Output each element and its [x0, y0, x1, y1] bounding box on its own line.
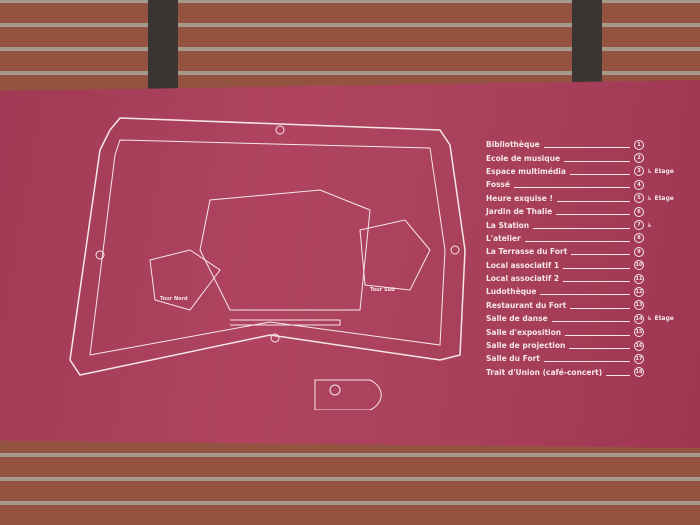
leader-line [556, 200, 630, 202]
legend-item: L'atelier 8 [486, 232, 686, 245]
legend-label: Salle d'exposition [486, 327, 562, 337]
legend-label: Salle de danse [486, 314, 548, 324]
leader-line [571, 254, 630, 256]
leader-line [564, 160, 630, 162]
legend-label: Ludothèque [486, 287, 537, 297]
leader-line [570, 307, 630, 309]
legend-item: Jardin de Thalie 6 [486, 205, 686, 218]
legend-item: La Station 7♿ [486, 218, 686, 231]
legend-number: 10 [634, 260, 644, 271]
legend-label: La Terrasse du Fort [486, 247, 568, 257]
leader-line [569, 348, 630, 350]
legend-label: Salle du Fort [486, 354, 540, 364]
accessibility-note: ♿ Etage [647, 315, 674, 323]
legend-item: Local associatif 2 11 [486, 272, 686, 285]
legend-item: Espace multimédia 3♿ Etage [486, 165, 686, 178]
legend-number: 14 [634, 313, 644, 324]
legend-item: Salle d'exposition 15 [486, 325, 686, 338]
leader-line [569, 173, 630, 175]
leader-line [540, 294, 630, 296]
legend-item: Salle de danse 14♿ Etage [486, 312, 686, 325]
legend-item: Salle de projection 16 [486, 339, 686, 352]
legend-label: Restaurant du Fort [486, 300, 567, 310]
map-label-tour-sud: Tour Sud [370, 287, 395, 293]
brick-wall-bottom [0, 440, 700, 525]
legend-label: La Station [486, 220, 530, 230]
leader-line [606, 374, 630, 376]
legend-number: 4 [634, 179, 644, 190]
leader-line [565, 334, 630, 336]
fort-floor-plan [69, 117, 466, 410]
legend-label: Local associatif 1 [486, 260, 560, 270]
legend-number: 16 [634, 340, 644, 351]
legend-label: Bibliothèque [486, 140, 540, 150]
legend-label: Jardin de Thalie [486, 207, 553, 217]
leader-line [551, 321, 630, 323]
legend-item: Restaurant du Fort 13 [486, 299, 686, 312]
legend-number: 5 [634, 193, 644, 204]
wall-pillar [148, 0, 178, 95]
legend-label: Local associatif 2 [486, 274, 560, 284]
legend-item: La Terrasse du Fort 9 [486, 245, 686, 258]
legend-number: 18 [634, 367, 644, 378]
legend-item: Salle du Fort 17 [486, 352, 686, 365]
legend-label: Espace multimédia [486, 166, 566, 176]
legend-number: 8 [634, 233, 644, 244]
legend-number: 11 [634, 273, 644, 284]
accessibility-note: ♿ [647, 221, 653, 229]
legend-number: 17 [634, 353, 644, 364]
legend-item: Ludothèque 12 [486, 285, 686, 298]
leader-line [563, 267, 630, 269]
legend-label: Ecole de musique [486, 153, 561, 163]
wall-pillar [572, 0, 602, 95]
legend-label: Trait d'Union (café-concert) [486, 367, 603, 377]
legend-label: Fossé [486, 180, 510, 190]
legend-item: Heure exquise ! 5♿ Etage [486, 192, 686, 205]
legend-item: Bibliothèque 1 [486, 138, 686, 151]
legend-number: 7 [634, 220, 644, 231]
legend-number: 6 [634, 206, 644, 217]
leader-line [524, 240, 630, 242]
accessibility-note: ♿ Etage [647, 167, 674, 175]
legend-item: Ecole de musique 2 [486, 151, 686, 164]
legend-number: 13 [634, 300, 644, 311]
legend-number: 9 [634, 246, 644, 257]
legend-number: 2 [634, 153, 644, 164]
legend-label: L'atelier [486, 233, 521, 243]
legend-label: Salle de projection [486, 341, 566, 351]
leader-line [556, 214, 630, 216]
map-label-tour-nord: Tour Nord [160, 296, 188, 302]
leader-line [563, 281, 630, 283]
legend-number: 12 [634, 286, 644, 297]
legend-number: 1 [634, 139, 644, 150]
leader-line [543, 361, 630, 363]
legend-number: 15 [634, 327, 644, 338]
legend-label: Heure exquise ! [486, 193, 553, 203]
legend-item: Local associatif 1 10 [486, 259, 686, 272]
leader-line [543, 147, 630, 149]
legend-item: Trait d'Union (café-concert) 18 [486, 366, 686, 379]
leader-line [514, 187, 630, 189]
legend-number: 3 [634, 166, 644, 177]
fort-map-sign [0, 80, 700, 448]
leader-line [533, 227, 630, 229]
legend-item: Fossé 4 [486, 178, 686, 191]
accessibility-note: ♿ Etage [647, 194, 674, 202]
